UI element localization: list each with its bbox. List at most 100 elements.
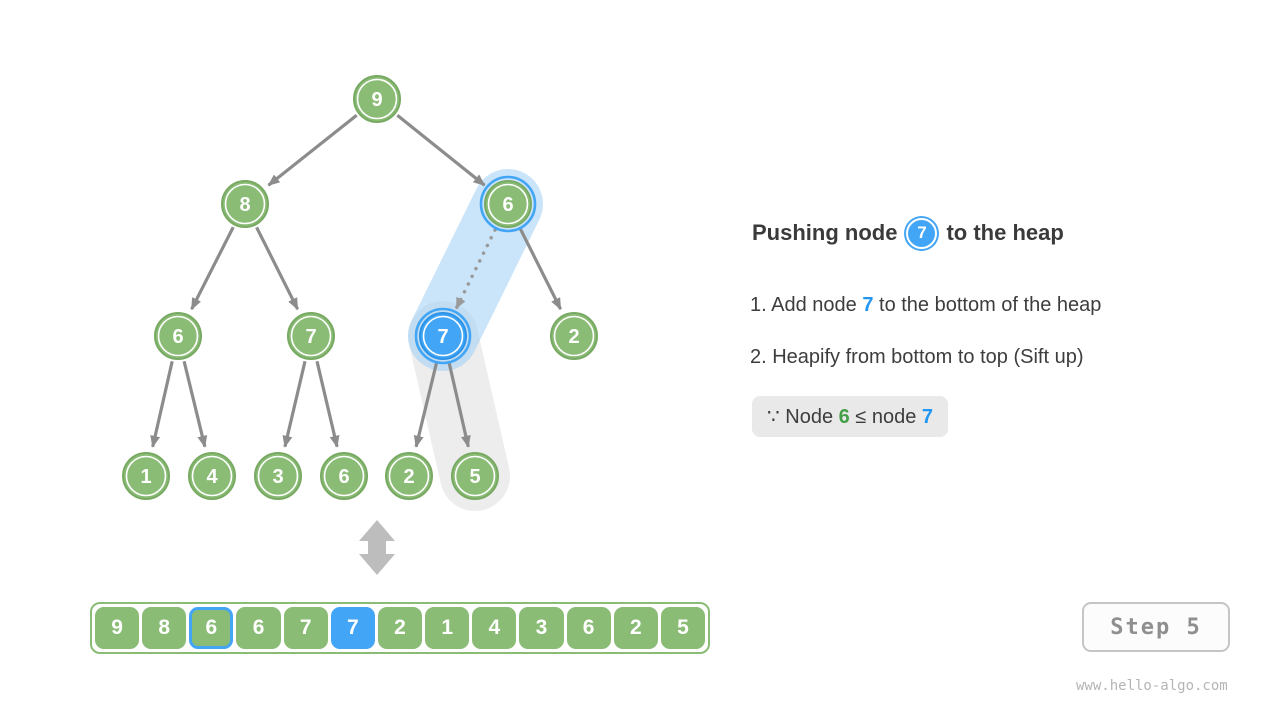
tree-node: 1 bbox=[122, 452, 170, 500]
node-badge-value: 7 bbox=[917, 223, 927, 242]
node-highlight-ring bbox=[479, 175, 537, 233]
tree-edge bbox=[190, 226, 235, 311]
tree-node-highlighted: 6 bbox=[479, 175, 537, 233]
node-inner-ring bbox=[125, 455, 167, 497]
step-text: 2. Heapify from bottom to top (Sift up) bbox=[750, 346, 1084, 368]
array-cell: 9 bbox=[95, 607, 140, 649]
tree-node: 7 bbox=[287, 312, 335, 360]
array-cell: 5 bbox=[660, 607, 706, 649]
node-inner-ring bbox=[487, 183, 529, 225]
note-text: ∵ Node bbox=[767, 406, 839, 428]
node-circle bbox=[188, 452, 236, 500]
node-circle bbox=[154, 312, 202, 360]
node-inner-ring bbox=[388, 455, 430, 497]
step-highlight-value: 7 bbox=[862, 294, 874, 316]
node-circle bbox=[287, 312, 335, 360]
node-inner-ring bbox=[553, 315, 595, 357]
tree-node: 5 bbox=[451, 452, 499, 500]
node-circle bbox=[254, 452, 302, 500]
tree-node-value: 2 bbox=[403, 466, 414, 488]
node-circle bbox=[353, 75, 401, 123]
tree-node-value: 1 bbox=[140, 466, 151, 488]
array-cell: 2 bbox=[377, 607, 423, 649]
node-inner-ring bbox=[356, 78, 398, 120]
node-badge: 7 bbox=[906, 217, 938, 249]
tree-node: 2 bbox=[550, 312, 598, 360]
node-circle bbox=[451, 452, 499, 500]
array-cell: 2 bbox=[613, 607, 658, 649]
tree-node-value: 7 bbox=[305, 326, 316, 348]
node-highlight-ring bbox=[414, 307, 472, 365]
note-blue-value: 7 bbox=[921, 406, 934, 428]
array-cell: 3 bbox=[519, 607, 564, 649]
tree-edge bbox=[282, 360, 307, 448]
tree-node: 6 bbox=[154, 312, 202, 360]
node-inner-ring bbox=[323, 455, 365, 497]
tree-node-inserted: 7 bbox=[414, 307, 472, 365]
array-cell: 6 bbox=[566, 607, 611, 649]
instruction-step-1: 1. Add node 7 to the bottom of the heap bbox=[750, 294, 1101, 317]
tree-node: 2 bbox=[385, 452, 433, 500]
tree-node-value: 4 bbox=[206, 466, 218, 488]
node-circle bbox=[385, 452, 433, 500]
tree-array-equivalence-icon bbox=[359, 520, 395, 575]
array-cell: 4 bbox=[472, 607, 517, 649]
node-inner-ring bbox=[224, 183, 266, 225]
node-inner-ring bbox=[157, 315, 199, 357]
node-circle bbox=[484, 180, 532, 228]
node-inner-ring bbox=[454, 455, 496, 497]
array-cell-inserted: 7 bbox=[330, 607, 375, 649]
tree-node-value: 2 bbox=[568, 326, 579, 348]
tree-edge bbox=[150, 360, 174, 448]
node-inner-ring bbox=[422, 315, 464, 357]
tree-nodes: 9 8 6 6 7 bbox=[122, 75, 598, 500]
array-cell: 1 bbox=[425, 607, 470, 649]
array-cell-highlighted: 6 bbox=[189, 607, 234, 649]
tree-edge bbox=[447, 360, 471, 448]
heap-array-view: 9 8 6 6 7 7 2 1 4 3 6 2 5 bbox=[90, 602, 710, 654]
tree-node-value: 6 bbox=[172, 326, 183, 348]
title-prefix: Pushing node bbox=[752, 220, 898, 245]
watermark: www.hello-algo.com bbox=[1076, 678, 1228, 694]
node-inner-ring bbox=[191, 455, 233, 497]
tree-node: 8 bbox=[221, 180, 269, 228]
step-text: 1. Add node bbox=[750, 294, 863, 316]
sift-up-arrow bbox=[454, 228, 497, 310]
comparison-note: ∵ Node 6 ≤ node 7 bbox=[752, 396, 949, 437]
title-suffix: to the heap bbox=[946, 220, 1064, 245]
tree-node: 4 bbox=[188, 452, 236, 500]
tree-edge bbox=[518, 226, 563, 311]
tree-node-value: 7 bbox=[437, 326, 448, 348]
node-circle bbox=[550, 312, 598, 360]
step-badge: Step 5 bbox=[1082, 602, 1230, 652]
tree-edge bbox=[413, 360, 439, 448]
tree-node-value: 6 bbox=[502, 194, 513, 216]
tree-node-value: 3 bbox=[272, 466, 283, 488]
tree-edge bbox=[396, 114, 486, 187]
heap-tree-diagram: 9 8 6 6 7 bbox=[122, 75, 598, 575]
node-inner-ring bbox=[290, 315, 332, 357]
tree-edge bbox=[315, 360, 340, 448]
node-circle bbox=[320, 452, 368, 500]
tree-node-value: 8 bbox=[239, 194, 250, 216]
node-inner-ring bbox=[257, 455, 299, 497]
tree-node: 6 bbox=[320, 452, 368, 500]
array-cell: 6 bbox=[236, 607, 281, 649]
tree-node-value: 9 bbox=[371, 89, 382, 111]
node-circle bbox=[419, 312, 467, 360]
tree-edge bbox=[267, 113, 358, 187]
tree-node-value: 6 bbox=[338, 466, 349, 488]
step-text: to the bottom of the heap bbox=[873, 294, 1102, 316]
tree-edges bbox=[150, 113, 563, 448]
tree-node: 3 bbox=[254, 452, 302, 500]
note-text: ≤ node bbox=[849, 406, 922, 428]
instruction-step-2: 2. Heapify from bottom to top (Sift up) bbox=[750, 346, 1083, 369]
node-circle bbox=[221, 180, 269, 228]
tree-node: 9 bbox=[353, 75, 401, 123]
panel-title: Pushing node 7 to the heap bbox=[752, 215, 1064, 251]
array-cell: 7 bbox=[283, 607, 328, 649]
note-green-value: 6 bbox=[838, 406, 850, 428]
tree-edge bbox=[182, 360, 208, 448]
node-circle bbox=[122, 452, 170, 500]
